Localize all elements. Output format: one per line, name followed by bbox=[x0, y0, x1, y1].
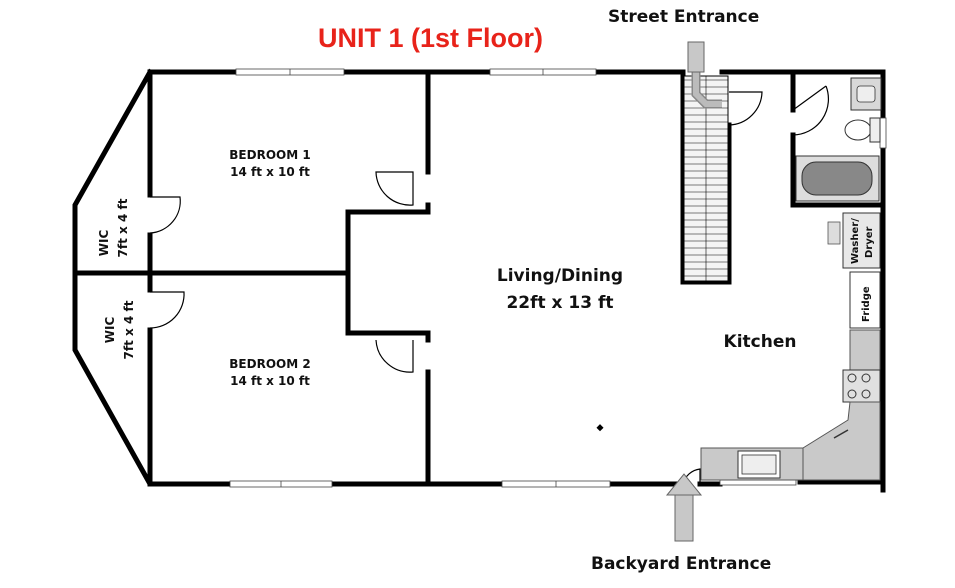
living-size: 22ft x 13 ft bbox=[506, 293, 613, 313]
street-entrance-arrow bbox=[687, 41, 705, 73]
bedroom1-name: BEDROOM 1 bbox=[229, 148, 310, 162]
bathroom-door[interactable] bbox=[792, 85, 829, 136]
living-name: Living/Dining bbox=[497, 266, 623, 286]
backyard-entrance-arrow bbox=[665, 473, 703, 542]
bedroom1-size: 14 ft x 10 ft bbox=[230, 165, 310, 179]
wic-upper-name: WIC bbox=[97, 230, 111, 257]
toilet-icon bbox=[844, 119, 872, 141]
stove-icon bbox=[842, 369, 881, 403]
staircase bbox=[683, 41, 729, 282]
bedroom2-name: BEDROOM 2 bbox=[229, 357, 310, 371]
bedroom2-size: 14 ft x 10 ft bbox=[230, 374, 310, 388]
exterior-walls bbox=[72, 68, 886, 493]
plan-title: UNIT 1 (1st Floor) bbox=[318, 23, 543, 53]
bedroom2-door[interactable] bbox=[375, 339, 414, 373]
bathroom-fixtures bbox=[795, 77, 882, 202]
wic-upper-door[interactable] bbox=[149, 196, 181, 234]
washer-label-line1: Washer/ bbox=[850, 218, 861, 264]
kitchen-name: Kitchen bbox=[724, 332, 797, 352]
wic-upper-size: 7ft x 4 ft bbox=[116, 198, 130, 257]
fridge-icon bbox=[849, 271, 881, 329]
backyard-entrance-label: Backyard Entrance bbox=[591, 554, 771, 574]
wic-lower-door[interactable] bbox=[149, 291, 185, 329]
fridge-label: Fridge bbox=[861, 286, 872, 322]
washer-label-line2: Dryer bbox=[864, 226, 875, 258]
kitchen-counter bbox=[700, 401, 881, 481]
appliances: Washer/ Dryer Fridge bbox=[827, 212, 881, 403]
marker-dot bbox=[596, 424, 604, 432]
wic-lower-size: 7ft x 4 ft bbox=[122, 300, 136, 359]
street-door[interactable] bbox=[728, 91, 763, 126]
bedroom1-door[interactable] bbox=[375, 171, 414, 206]
doors bbox=[149, 85, 829, 485]
wic-lower-name: WIC bbox=[103, 317, 117, 344]
washer-dryer-icon bbox=[842, 212, 881, 269]
street-entrance-label: Street Entrance bbox=[608, 7, 759, 27]
interior-walls bbox=[72, 69, 886, 487]
